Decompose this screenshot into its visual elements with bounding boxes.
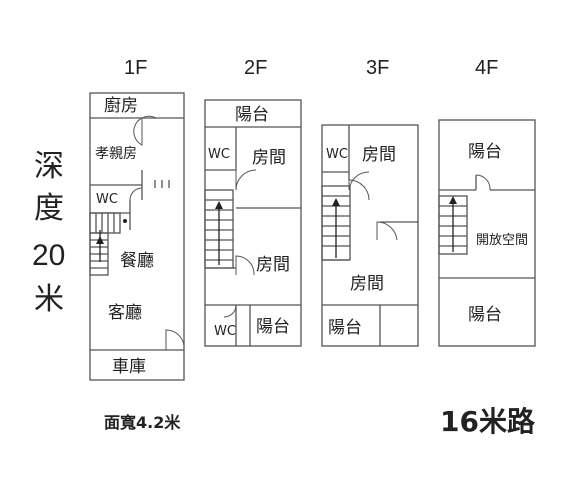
plan-1f-outline <box>89 92 185 381</box>
room-label-1f-dining: 餐廳 <box>120 251 154 271</box>
room-label-1f-parents-room: 孝親房 <box>95 146 137 162</box>
room-label-1f-garage: 車庫 <box>112 357 146 377</box>
room-label-3f-wc: WC <box>326 147 348 162</box>
floor-title-4f: 4F <box>475 57 499 79</box>
room-label-3f-balcony: 陽台 <box>328 318 362 338</box>
room-label-4f-balcony-bottom: 陽台 <box>468 305 502 325</box>
room-label-1f-kitchen: 廚房 <box>104 95 138 116</box>
depth-char-2: 度 <box>34 191 64 226</box>
stair-arrow-3f <box>332 198 340 206</box>
room-label-1f-wc: WC <box>96 192 118 207</box>
floor-title-2f: 2F <box>244 57 268 79</box>
room-label-2f-wc-bottom: WC <box>214 324 236 339</box>
plan-1f <box>89 92 185 381</box>
plan-3f <box>321 124 419 347</box>
room-label-2f-balcony-top: 陽台 <box>235 105 269 125</box>
depth-char-3: 米 <box>34 282 64 317</box>
stair-dot-1f <box>123 219 127 223</box>
depth-char-1: 深 <box>34 149 64 184</box>
room-label-2f-wc-top: WC <box>208 147 230 162</box>
road-width-label: 16米路 <box>440 405 535 438</box>
stair-arrow-1f <box>96 236 104 244</box>
room-label-2f-room-mid: 房間 <box>256 255 290 275</box>
floor-title-1f: 1F <box>124 57 148 79</box>
stair-arrow-4f <box>449 196 457 204</box>
stair-arrow-2f <box>215 201 223 209</box>
room-label-2f-room-top: 房間 <box>252 148 286 168</box>
room-label-4f-balcony-top: 陽台 <box>468 142 502 162</box>
floor-title-3f: 3F <box>366 57 390 79</box>
plan-2f <box>204 99 302 347</box>
room-label-3f-room-top: 房間 <box>362 145 396 165</box>
room-label-1f-living: 客廳 <box>108 303 142 323</box>
room-label-2f-balcony-bottom: 陽台 <box>256 317 290 337</box>
depth-value: 20 <box>32 239 66 272</box>
room-label-4f-open-space: 開放空間 <box>476 233 528 248</box>
frontage-width-label: 面寬4.2米 <box>104 413 181 432</box>
room-label-3f-room-bottom: 房間 <box>350 274 384 294</box>
